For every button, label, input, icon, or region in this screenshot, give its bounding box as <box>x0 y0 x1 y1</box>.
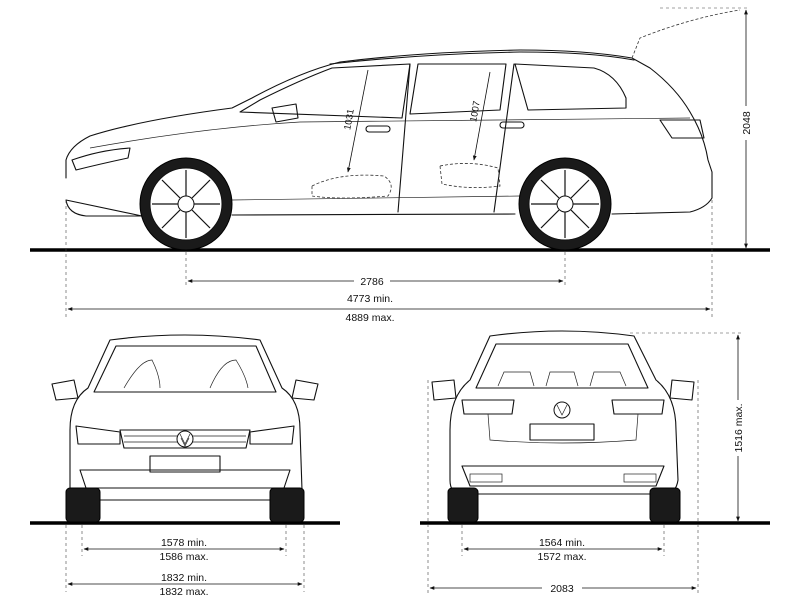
rear-right-taillight <box>611 399 665 415</box>
front-wheel <box>139 157 233 251</box>
rear-headroom-label: 1007 <box>468 100 483 123</box>
tailgate-open-outline <box>631 9 741 59</box>
front-right-headlight <box>249 425 295 445</box>
front-track-min-label: 1578 min. <box>161 537 207 549</box>
length-max-label: 4889 max. <box>345 312 394 324</box>
rear-track-max-label: 1572 max. <box>537 551 586 563</box>
rear-vw-logo-mark <box>556 404 568 416</box>
rear-vw-logo-icon <box>553 401 571 419</box>
rear-right-tyre <box>649 487 681 523</box>
rear-seat-outline <box>439 163 501 188</box>
side-windows <box>239 63 627 119</box>
front-left-tyre <box>65 487 101 523</box>
rear-left-taillight <box>461 399 515 415</box>
height-label: 2048 <box>741 111 753 135</box>
rear-left-tyre <box>447 487 479 523</box>
taillight <box>659 119 705 139</box>
rear-wheel <box>518 157 612 251</box>
front-door-handle <box>365 125 391 133</box>
front-headroom-arrow <box>346 69 369 173</box>
rear-window <box>475 343 649 389</box>
rear-width-label: 2083 <box>550 583 574 595</box>
front-right-mirror <box>291 379 319 401</box>
rear-license-plate <box>529 423 595 441</box>
length-min-label: 4773 min. <box>347 293 393 305</box>
front-lower-intake <box>79 469 291 489</box>
front-license-plate <box>149 455 221 473</box>
front-seat-outline <box>311 174 392 199</box>
right-exhaust <box>623 473 657 483</box>
vw-logo-mark <box>179 433 191 447</box>
vw-logo-icon <box>176 430 194 448</box>
rear-track-min-label: 1564 min. <box>539 537 585 549</box>
front-left-mirror <box>51 379 79 401</box>
sill-line <box>231 195 521 201</box>
wheelbase-label: 2786 <box>360 276 384 288</box>
headlight <box>71 147 131 171</box>
front-view: 1578 min. 1586 max. 1832 min. 1832 max. <box>30 334 340 598</box>
front-body-outline <box>69 334 303 501</box>
front-width-max-label: 1832 max. <box>159 586 208 598</box>
tailgate-panel <box>487 413 639 444</box>
rear-left-mirror <box>431 379 457 401</box>
rear-body-outline <box>449 330 679 495</box>
left-exhaust <box>469 473 503 483</box>
belt-line <box>89 117 691 149</box>
front-track-max-label: 1586 max. <box>159 551 208 563</box>
rear-headroom-arrow <box>472 71 491 161</box>
side-view: 1031 1007 <box>30 7 770 324</box>
side-mirror <box>271 103 299 123</box>
front-headroom-label: 1031 <box>342 108 357 131</box>
roof-rail <box>329 51 635 65</box>
front-grille <box>119 429 251 449</box>
rear-door-handle <box>499 121 525 129</box>
front-width-min-label: 1832 min. <box>161 572 207 584</box>
rear-right-mirror <box>669 379 695 401</box>
rear-view: 1564 min. 1572 max. 2083 1516 max. <box>420 330 770 595</box>
front-right-tyre <box>269 487 305 523</box>
rear-bumper <box>461 465 665 487</box>
front-seats <box>123 359 249 389</box>
rear-headrests <box>497 371 627 387</box>
rear-height-label: 1516 max. <box>733 403 745 452</box>
front-windshield <box>93 345 277 393</box>
door-pillars <box>397 63 515 213</box>
front-left-headlight <box>75 425 121 445</box>
